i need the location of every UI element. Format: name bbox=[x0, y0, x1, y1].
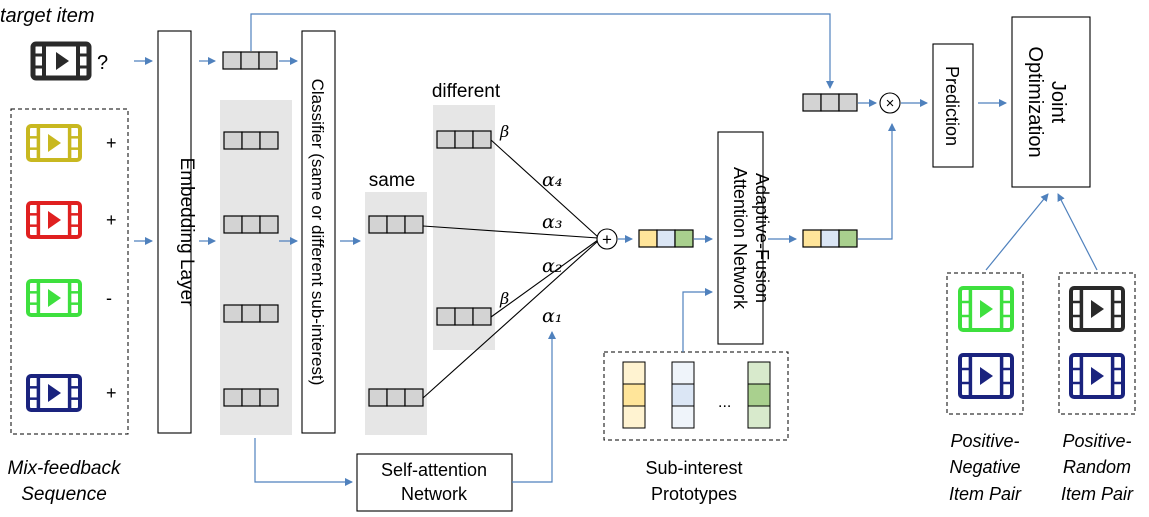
adaptive-fusion-box bbox=[717, 131, 764, 345]
target-question-mark: ? bbox=[97, 52, 108, 74]
sequence-video-icon-1 bbox=[26, 124, 82, 162]
pos-rand-label-3: Item Pair bbox=[1061, 484, 1134, 504]
optimization-label: Optimization bbox=[1024, 46, 1046, 157]
pos-neg-label-2: Negative bbox=[949, 457, 1020, 477]
sequence-embedding-vector-3 bbox=[223, 304, 279, 323]
same-label: same bbox=[369, 170, 415, 191]
alpha-4-label: α₄ bbox=[542, 169, 562, 191]
weight-line-alpha1 bbox=[422, 240, 599, 399]
classifier-label: Classifier (same or different sub-intere… bbox=[308, 79, 327, 386]
prototypes-label-2: Prototypes bbox=[651, 484, 737, 504]
alpha-2-label: α₂ bbox=[542, 255, 562, 277]
joint-optimization-box bbox=[1011, 16, 1091, 188]
positive-random-pair-box bbox=[1058, 272, 1136, 415]
feedback-sign-3: - bbox=[106, 288, 112, 308]
self-attention-to-alpha-arrow bbox=[512, 331, 556, 483]
sequence-embedding-vector-1 bbox=[223, 131, 279, 150]
user-interest-vector-cells bbox=[802, 229, 858, 248]
pair-random-video-icon bbox=[1069, 286, 1125, 332]
weight-line-alpha4 bbox=[490, 139, 599, 238]
prediction-box bbox=[932, 43, 974, 168]
target-video-icon bbox=[30, 41, 92, 81]
prototypes-box bbox=[603, 351, 789, 441]
prototype-vector-3 bbox=[747, 361, 771, 429]
embedding-layer-box bbox=[157, 30, 192, 434]
sum-node-symbol: + bbox=[602, 230, 612, 249]
sequence-embedding-vector-4 bbox=[223, 388, 279, 407]
sequence-video-icon-4 bbox=[26, 374, 82, 412]
pair-positive-video-icon-2 bbox=[1069, 353, 1125, 399]
target-skip-arrow bbox=[250, 13, 834, 89]
sequence-embedding-vector-2 bbox=[223, 215, 279, 234]
sequence-video-icon-3 bbox=[26, 279, 82, 317]
alpha-3-label: α₃ bbox=[542, 211, 562, 233]
pos-neg-label-1: Positive- bbox=[950, 431, 1019, 451]
different-group-vector-1 bbox=[436, 130, 492, 149]
prototypes-ellipsis: ... bbox=[718, 394, 731, 411]
beta-bottom-label: β bbox=[499, 289, 509, 308]
adaptive-fusion-label-2: Attention Network bbox=[730, 167, 750, 310]
fused-vector bbox=[638, 229, 694, 248]
pos-neg-to-joint-arrow bbox=[985, 193, 1049, 271]
prototypes-label: Sub-interest bbox=[645, 458, 742, 478]
prediction-label: Prediction bbox=[942, 66, 962, 146]
joint-label: Joint bbox=[1047, 81, 1069, 124]
pos-neg-label-3: Item Pair bbox=[949, 484, 1022, 504]
self-attention-box bbox=[356, 453, 513, 512]
target-embedding-vector bbox=[222, 51, 278, 70]
seq-to-self-attention-arrow bbox=[254, 438, 353, 486]
pair-positive-video-icon bbox=[958, 286, 1014, 332]
sum-node bbox=[596, 228, 618, 250]
target-vector-copy bbox=[802, 93, 858, 112]
user-vec-to-multiply-arrow bbox=[858, 123, 896, 240]
prototypes-to-adaptive-arrow bbox=[682, 288, 713, 352]
weight-line-alpha3 bbox=[422, 225, 599, 239]
pair-negative-video-icon bbox=[958, 353, 1014, 399]
embedding-column-panel bbox=[220, 100, 292, 435]
same-group-vector-2 bbox=[368, 388, 424, 407]
positive-negative-pair-box bbox=[946, 272, 1024, 415]
multiply-node bbox=[879, 92, 901, 114]
prototype-vector-1 bbox=[622, 361, 646, 429]
embedding-layer-label: Embedding Layer bbox=[176, 158, 197, 308]
weight-line-alpha2 bbox=[490, 239, 599, 318]
classifier-box bbox=[301, 30, 336, 434]
feedback-sign-2: + bbox=[106, 210, 117, 230]
feedback-sign-4: + bbox=[106, 383, 117, 403]
fused-vector-cells bbox=[638, 229, 694, 248]
target-item-label: target item bbox=[0, 5, 94, 27]
self-attention-label-2: Network bbox=[401, 484, 468, 504]
different-group-vector-2 bbox=[436, 307, 492, 326]
mix-feedback-box bbox=[10, 108, 129, 435]
alpha-1-label: α₁ bbox=[542, 305, 562, 327]
same-group-vector-1 bbox=[368, 215, 424, 234]
adaptive-fusion-label: Adaptive-Fusion bbox=[752, 173, 772, 303]
sequence-video-icon-2 bbox=[26, 201, 82, 239]
prototype-vector-2 bbox=[671, 361, 695, 429]
beta-top-label: β bbox=[499, 122, 509, 141]
pos-rand-label-1: Positive- bbox=[1062, 431, 1131, 451]
pos-rand-label-2: Random bbox=[1063, 457, 1131, 477]
different-label: different bbox=[432, 81, 501, 102]
feedback-sign-1: + bbox=[106, 133, 117, 153]
user-vector bbox=[802, 229, 858, 248]
self-attention-label: Self-attention bbox=[381, 460, 487, 480]
pos-rand-to-joint-arrow bbox=[1057, 193, 1098, 271]
sequence-label: Sequence bbox=[21, 484, 107, 505]
multiply-node-symbol: × bbox=[886, 95, 895, 112]
mix-feedback-label: Mix-feedback bbox=[8, 458, 122, 479]
